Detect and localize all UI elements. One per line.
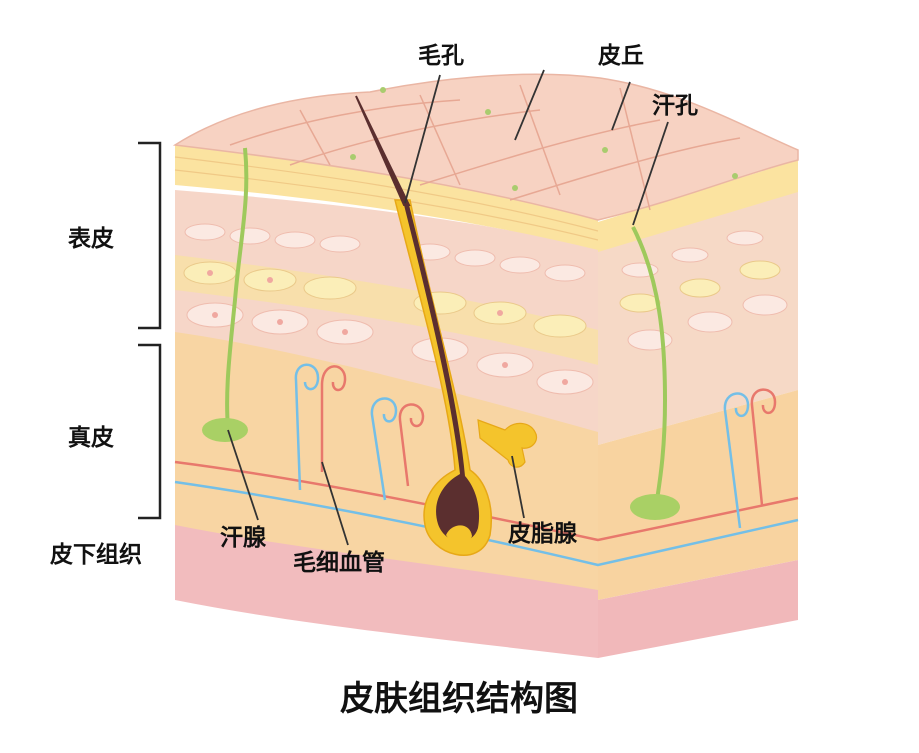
leader-skin-ridge-b <box>611 81 631 131</box>
skin-ridge-lines <box>229 84 741 211</box>
right-face-cells-yellow <box>619 260 781 313</box>
diagram-title: 皮肤组织结构图 <box>340 679 578 719</box>
label-hair-pore: 毛孔 <box>418 43 464 69</box>
label-sweat-gland: 汗腺 <box>220 524 267 551</box>
leader-sweat-gland <box>227 429 259 521</box>
leader-sebaceous-gland <box>511 455 525 519</box>
vein-main <box>174 480 799 567</box>
hair-bulb <box>404 205 480 542</box>
bracket-epidermis <box>138 141 162 330</box>
leader-sweat-pore <box>632 121 669 226</box>
bracket-dermis <box>138 343 162 520</box>
leader-capillary <box>321 461 349 546</box>
right-face-subcutaneous <box>598 560 798 658</box>
hair-follicle <box>355 95 538 556</box>
skin-surface <box>172 73 799 221</box>
surface-dots <box>350 87 738 191</box>
label-capillary: 毛细血管 <box>293 549 385 576</box>
subcutaneous-layer <box>175 520 598 658</box>
label-sebaceous-gland: 皮脂腺 <box>508 520 578 547</box>
label-dermis: 真皮 <box>68 424 114 451</box>
layer-brackets <box>138 141 162 520</box>
follicle-sheath <box>394 199 492 556</box>
leader-lines <box>227 69 669 546</box>
hair-papilla <box>446 525 472 543</box>
label-skin-ridge: 皮丘 <box>598 43 644 69</box>
dermis-layer <box>175 330 598 590</box>
right-face-cells <box>621 230 788 351</box>
leader-skin-ridge-a <box>514 69 545 141</box>
artery-main <box>174 460 799 542</box>
label-sweat-pore: 汗孔 <box>652 93 698 119</box>
capillaries <box>174 363 799 567</box>
right-face-dermis <box>598 390 798 600</box>
leader-hair-pore <box>404 74 441 204</box>
label-subcutaneous: 皮下组织 <box>50 541 142 568</box>
sweat-gland-right <box>630 226 680 520</box>
hair-shaft <box>355 95 411 206</box>
label-epidermis: 表皮 <box>68 226 114 252</box>
stratum-stripes <box>174 156 599 241</box>
sebaceous-gland-shape <box>477 419 538 468</box>
sweat-gland-left <box>202 147 249 442</box>
right-face-stratum <box>598 160 798 252</box>
